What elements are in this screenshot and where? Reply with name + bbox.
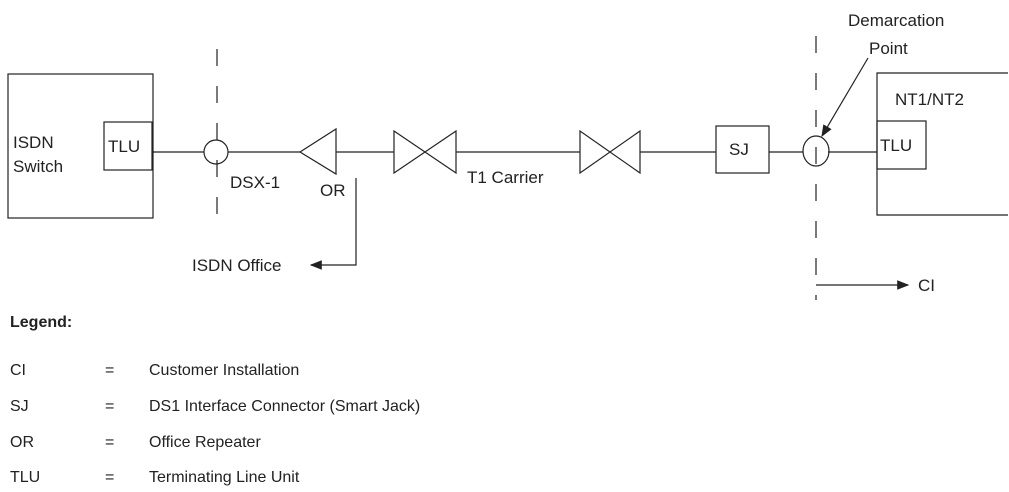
isdn-network-diagram: Demarcation Point NT1/NT2 ISDN Switch TL… bbox=[7, 11, 1008, 300]
dsx-label: DSX-1 bbox=[230, 173, 280, 192]
demarcation-label-line1: Demarcation bbox=[848, 11, 944, 30]
legend-description: Customer Installation bbox=[149, 362, 300, 379]
t1-carrier-label: T1 Carrier bbox=[467, 168, 544, 187]
legend-abbr: CI bbox=[10, 362, 26, 379]
isdn-office-arrow bbox=[309, 178, 357, 270]
isdn-switch-label-line1: ISDN bbox=[13, 133, 54, 152]
legend-description: Terminating Line Unit bbox=[149, 469, 300, 486]
isdn-switch-box bbox=[7, 73, 154, 219]
demarcation-point-symbol bbox=[802, 135, 830, 167]
legend-equals: = bbox=[105, 434, 115, 451]
t1-repeater-symbol-1 bbox=[393, 129, 457, 175]
office-repeater-symbol bbox=[298, 127, 337, 176]
legend-equals: = bbox=[105, 362, 115, 379]
tlu-right-box bbox=[876, 120, 927, 170]
or-label: OR bbox=[320, 181, 346, 200]
legend-description: DS1 Interface Connector (Smart Jack) bbox=[149, 398, 421, 415]
legend-equals: = bbox=[105, 398, 115, 415]
ci-label: CI bbox=[918, 276, 935, 295]
legend-abbr: TLU bbox=[10, 469, 41, 486]
tlu-left-label: TLU bbox=[108, 137, 140, 156]
demarcation-label-line2: Point bbox=[869, 39, 908, 58]
legend-abbr: OR bbox=[10, 434, 34, 451]
dsx-cross-connect bbox=[203, 139, 229, 165]
tlu-right-label: TLU bbox=[880, 136, 912, 155]
smart-jack-box bbox=[715, 125, 770, 174]
t1-repeater-symbol-2 bbox=[579, 129, 641, 175]
sj-label: SJ bbox=[729, 140, 749, 159]
legend-equals: = bbox=[105, 469, 115, 486]
legend-title: Legend: bbox=[10, 314, 73, 331]
demarcation-pointer-arrow bbox=[821, 57, 869, 138]
nt-label: NT1/NT2 bbox=[895, 90, 964, 109]
isdn-office-label: ISDN Office bbox=[192, 256, 281, 275]
tlu-left-box bbox=[103, 121, 153, 171]
legend-description: Office Repeater bbox=[149, 434, 261, 451]
legend-abbr: SJ bbox=[10, 398, 29, 415]
isdn-switch-label-line2: Switch bbox=[13, 157, 63, 176]
